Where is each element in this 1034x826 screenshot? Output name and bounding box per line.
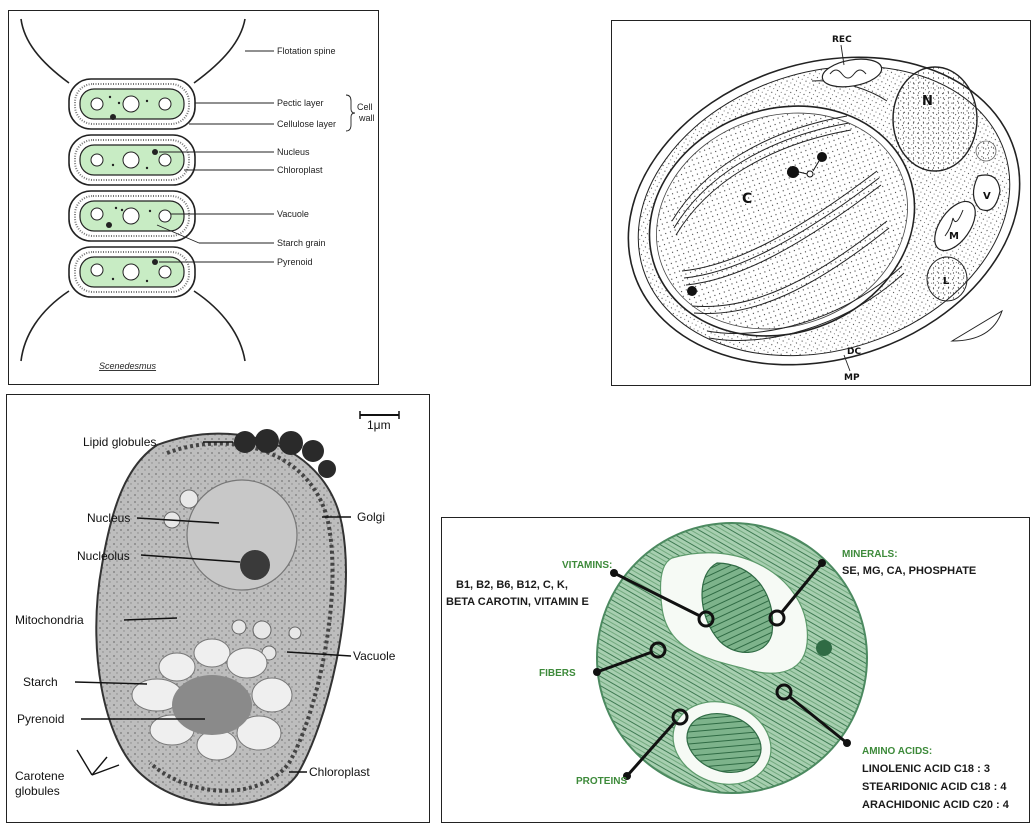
label-pectic-layer: Pectic layer bbox=[277, 98, 324, 108]
label-carotene-line2: globules bbox=[15, 784, 60, 798]
label-mp: MP bbox=[844, 373, 860, 383]
label-nucleus: Nucleus bbox=[277, 147, 310, 157]
fibers-heading: FIBERS bbox=[539, 668, 576, 679]
chlorella-drawing: REC N C V M L DC MP bbox=[612, 21, 1029, 384]
label-chloroplast: Chloroplast bbox=[309, 765, 370, 779]
nucleus bbox=[187, 480, 297, 590]
label-vacuole: Vacuole bbox=[277, 209, 309, 219]
pyrenoid bbox=[172, 675, 252, 735]
vitamins-line1: B1, B2, B6, B12, C, K, bbox=[456, 579, 568, 591]
vitamins-line2: BETA CAROTIN, VITAMIN E bbox=[446, 596, 589, 608]
flotation-spine-bottom-right bbox=[194, 291, 245, 361]
label-mitochondria: Mitochondria bbox=[15, 613, 84, 627]
label-chloroplast: Chloroplast bbox=[277, 165, 323, 175]
label-rec: REC bbox=[832, 35, 852, 45]
label-pyrenoid: Pyrenoid bbox=[17, 712, 64, 726]
nutrient-illustration: VITAMINS: B1, B2, B6, B12, C, K, BETA CA… bbox=[442, 518, 1028, 821]
label-n: N bbox=[922, 94, 933, 109]
label-pyrenoid: Pyrenoid bbox=[277, 257, 313, 267]
label-flotation-spine: Flotation spine bbox=[277, 46, 336, 56]
nucleus bbox=[893, 67, 977, 171]
label-wall: wall bbox=[358, 113, 375, 123]
nucleolus bbox=[240, 550, 270, 580]
label-vacuole: Vacuole bbox=[353, 649, 396, 663]
amino-acids-line1: LINOLENIC ACID C18 : 3 bbox=[862, 763, 990, 775]
label-l: L bbox=[943, 276, 950, 287]
chlorella-drawing-panel: REC N C V M L DC MP bbox=[611, 20, 1031, 386]
label-starch-grain: Starch grain bbox=[277, 238, 326, 248]
label-carotene-line1: Carotene bbox=[15, 769, 65, 783]
nutrient-illustration-panel: VITAMINS: B1, B2, B6, B12, C, K, BETA CA… bbox=[441, 517, 1030, 823]
cell-4 bbox=[69, 247, 195, 297]
minerals-line1: SE, MG, CA, PHOSPHATE bbox=[842, 565, 976, 577]
label-m: M bbox=[949, 231, 959, 242]
label-starch: Starch bbox=[23, 675, 58, 689]
proteins-heading: PROTEINS bbox=[576, 776, 627, 787]
em-micrograph: 1μm Lipid globules Nucleus Nucleolus Mit… bbox=[7, 395, 428, 821]
label-cell: Cell bbox=[357, 102, 373, 112]
label-c: C bbox=[742, 191, 752, 207]
label-v: V bbox=[983, 191, 991, 202]
cell-1 bbox=[69, 79, 195, 129]
flotation-spine-top-right bbox=[194, 19, 245, 83]
scenedesmus-title: Scenedesmus bbox=[99, 361, 157, 371]
amino-acids-line3: ARACHIDONIC ACID C20 : 4 bbox=[862, 799, 1010, 811]
label-dc: DC bbox=[847, 347, 861, 357]
flotation-spine-top-left bbox=[21, 19, 69, 83]
scenedesmus-diagram: Flotation spine Pectic layer Cellulose l… bbox=[9, 11, 377, 383]
flotation-spine-bottom-left bbox=[21, 291, 69, 361]
amino-acids-line2: STEARIDONIC ACID C18 : 4 bbox=[862, 781, 1007, 793]
vitamins-heading: VITAMINS: bbox=[562, 560, 612, 571]
label-golgi: Golgi bbox=[357, 510, 385, 524]
label-cellulose-layer: Cellulose layer bbox=[277, 119, 336, 129]
minerals-heading: MINERALS: bbox=[842, 549, 898, 560]
label-nucleus: Nucleus bbox=[87, 511, 130, 525]
cell-2 bbox=[69, 135, 195, 185]
label-nucleolus: Nucleolus bbox=[77, 549, 130, 563]
amino-acids-heading: AMINO ACIDS: bbox=[862, 746, 932, 757]
scale-bar-label: 1μm bbox=[367, 418, 391, 432]
scenedesmus-diagram-panel: Flotation spine Pectic layer Cellulose l… bbox=[8, 10, 379, 385]
label-lipid-globules: Lipid globules bbox=[83, 435, 156, 449]
em-micrograph-panel: 1μm Lipid globules Nucleus Nucleolus Mit… bbox=[6, 394, 430, 823]
